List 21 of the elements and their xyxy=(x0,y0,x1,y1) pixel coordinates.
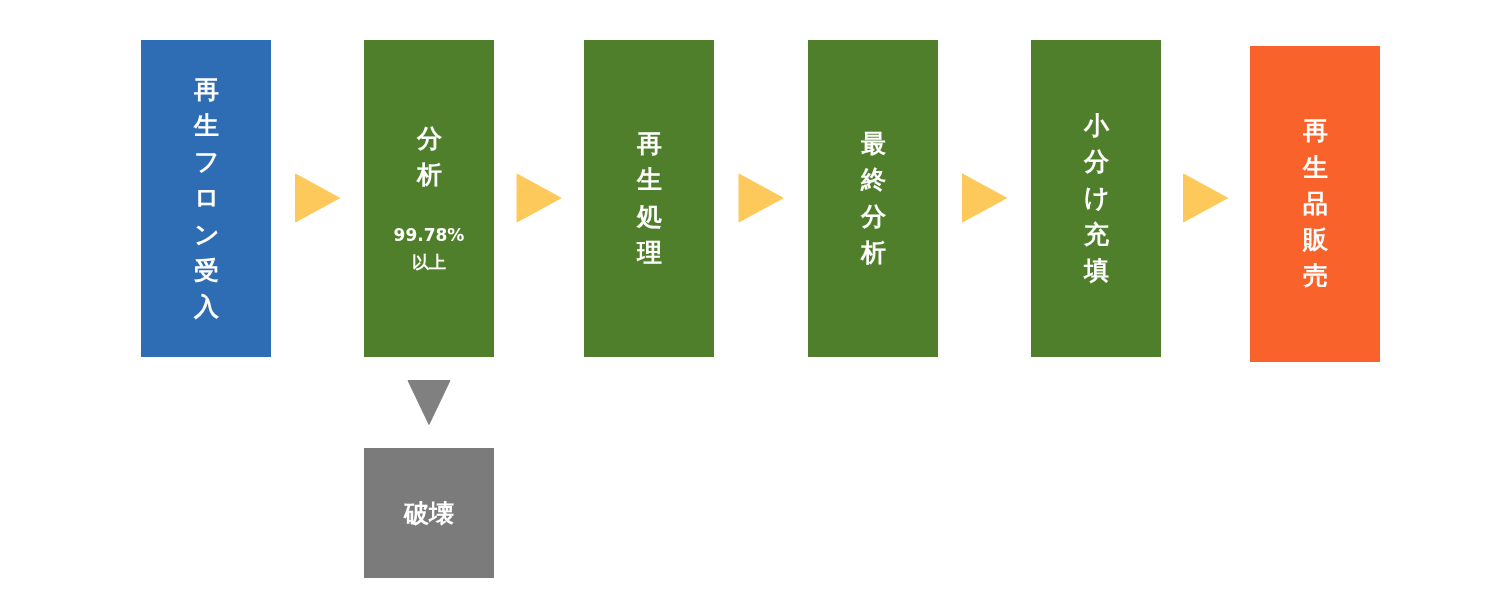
process-box xyxy=(584,40,714,357)
step-label: 再生フロン受入 xyxy=(193,73,219,324)
arrow-triangle xyxy=(738,173,784,223)
arrow-triangle xyxy=(295,173,340,223)
purity-note: 99.78%以上 xyxy=(393,223,465,274)
process-box xyxy=(1250,46,1380,362)
process-box xyxy=(808,40,938,357)
arrow-triangle xyxy=(1183,173,1228,223)
step-label: 小分け充填 xyxy=(1083,109,1109,287)
process-box xyxy=(364,448,494,578)
step-label: 最終分析 xyxy=(860,128,886,269)
process-box xyxy=(364,40,494,357)
arrow-triangle xyxy=(407,380,451,425)
step-label: 破壊 xyxy=(404,497,454,530)
step-label: 再生処理 xyxy=(636,128,662,269)
process-box xyxy=(141,40,271,357)
step-label: 分析 xyxy=(416,123,442,192)
arrow-triangle xyxy=(962,173,1007,223)
arrow-triangle xyxy=(516,173,562,223)
step-label: 再生品販売 xyxy=(1302,115,1328,293)
process-box xyxy=(1031,40,1161,357)
